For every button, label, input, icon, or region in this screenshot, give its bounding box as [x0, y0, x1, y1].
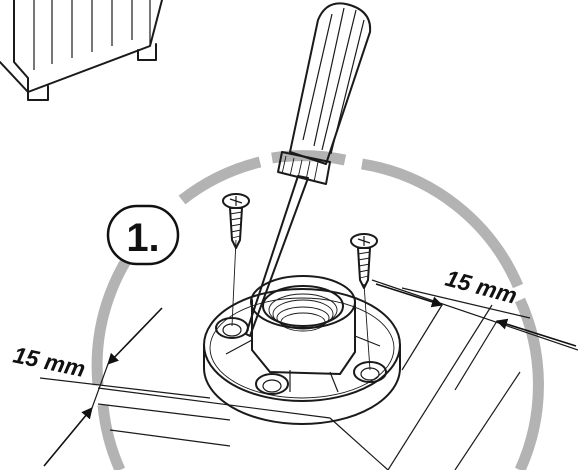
step-number: 1.: [126, 216, 159, 260]
board-surface: [97, 304, 521, 470]
screwdriver-icon: [245, 2, 372, 337]
step-badge: 1.: [106, 204, 180, 266]
screw-icon: [222, 193, 250, 327]
dimension-label-left: 15 mm: [11, 341, 88, 382]
screw-icon: [350, 233, 378, 371]
screw-hole: [255, 373, 289, 395]
dimension-right: 15 mm: [371, 265, 578, 391]
thread-lines: [268, 293, 338, 332]
foot-mount-icon: [203, 275, 401, 425]
cabinet-thumbnail: [0, 0, 163, 101]
